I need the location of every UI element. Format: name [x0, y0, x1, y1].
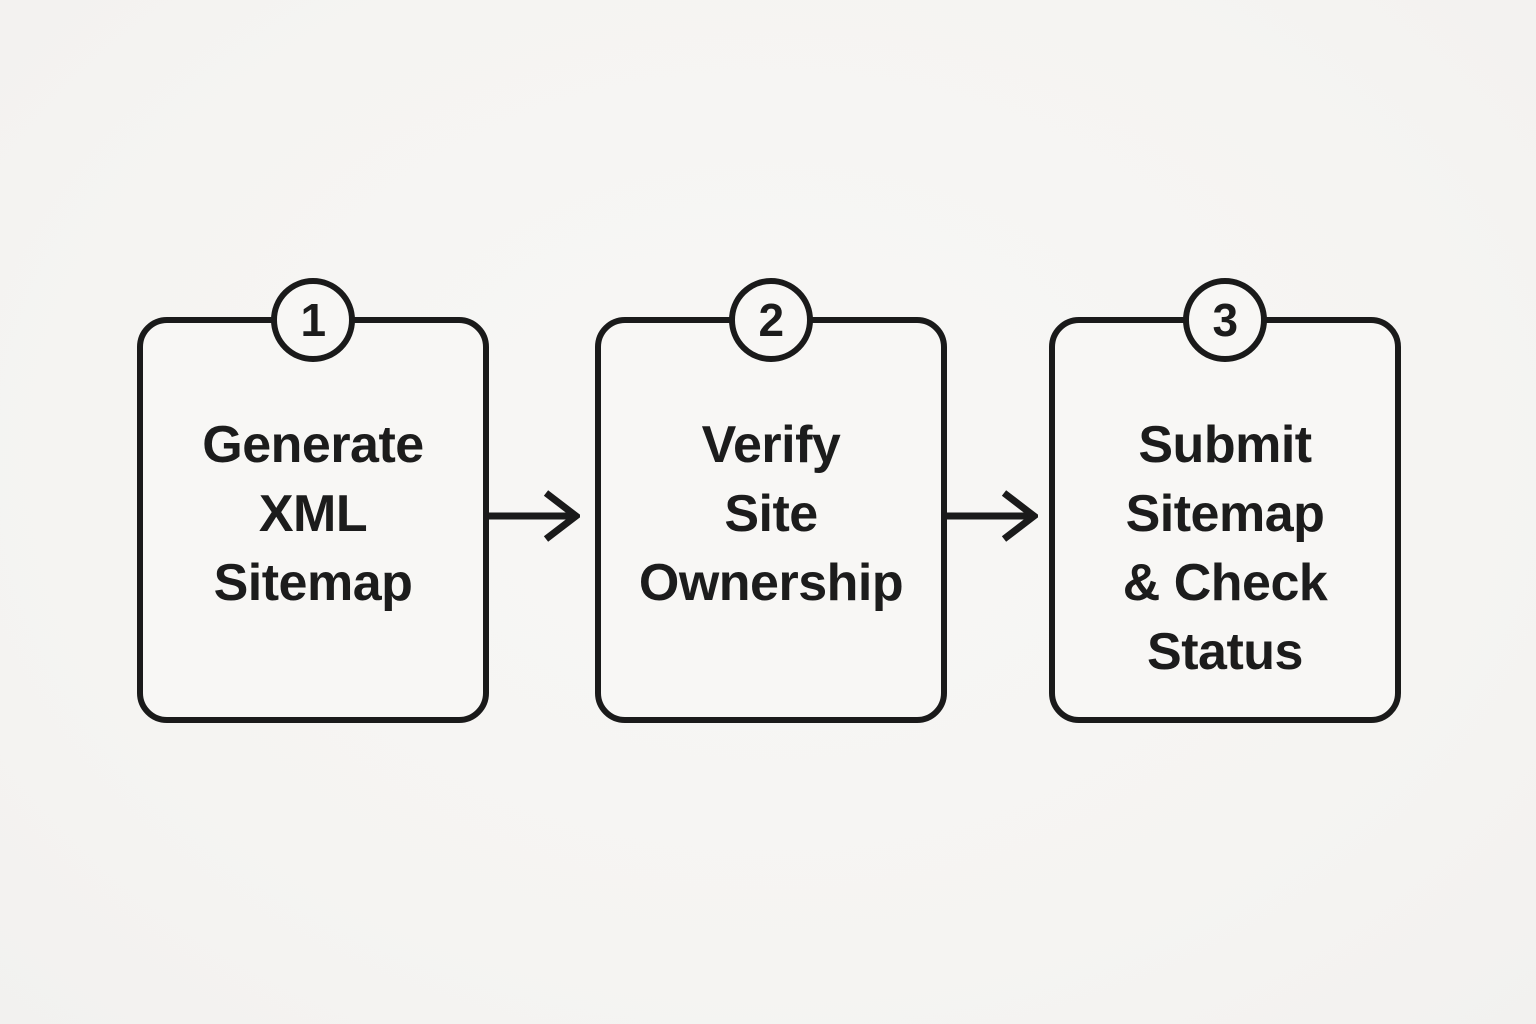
- step-number-badge-3: 3: [1183, 278, 1267, 362]
- arrow-right-icon: [488, 486, 580, 546]
- step-label-3: Submit Sitemap & Check Status: [1122, 416, 1328, 681]
- step-label-2: Verify Site Ownership: [638, 416, 904, 612]
- arrow-right-icon: [946, 486, 1038, 546]
- step-number-badge-2: 2: [729, 278, 813, 362]
- step-box-2: 2 Verify Site Ownership: [595, 278, 947, 723]
- step-number: 3: [1212, 294, 1238, 346]
- step-number: 1: [300, 294, 326, 346]
- step-number-badge-1: 1: [271, 278, 355, 362]
- step-box-3: 3 Submit Sitemap & Check Status: [1049, 278, 1401, 723]
- step-box-1: 1 Generate XML Sitemap: [137, 278, 489, 723]
- step-label-1: Generate XML Sitemap: [202, 416, 424, 612]
- step-number: 2: [758, 294, 784, 346]
